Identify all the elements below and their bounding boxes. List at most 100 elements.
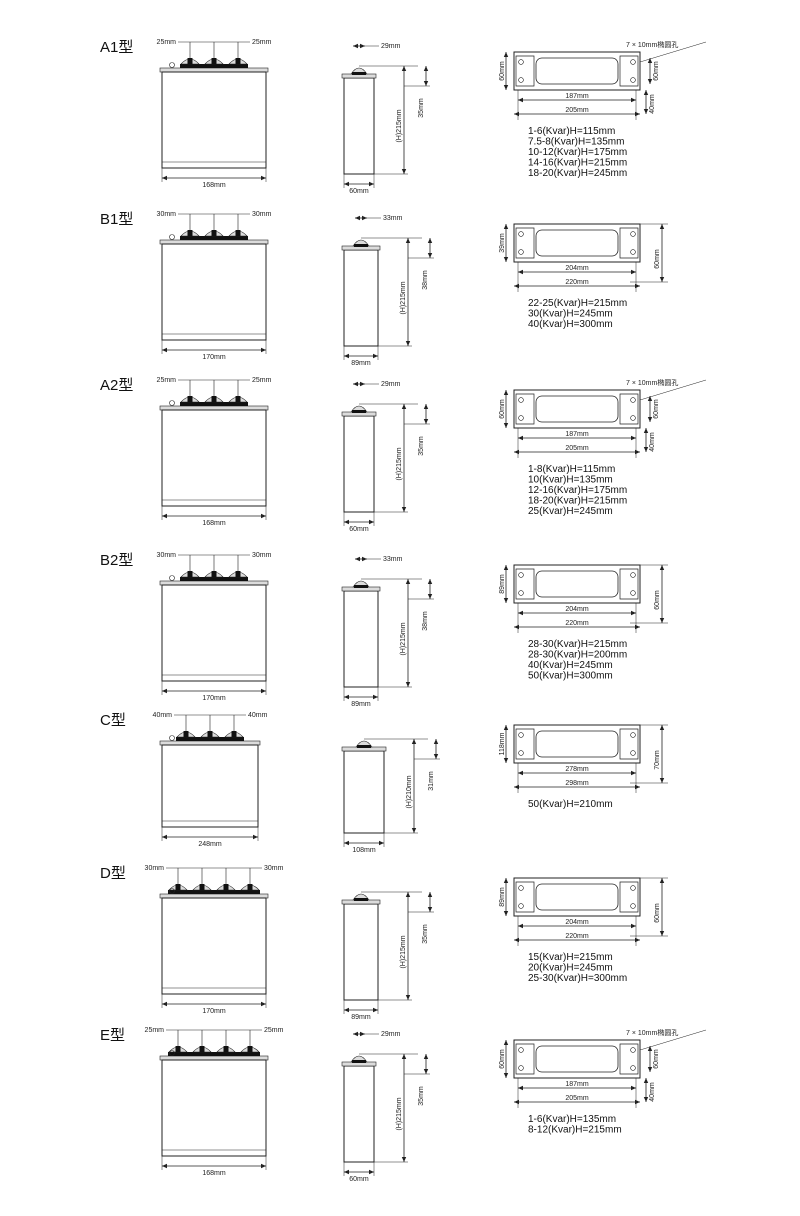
mount-hole-note: 7 × 10mm椭圆孔 xyxy=(626,378,678,387)
terminal-post xyxy=(247,884,253,890)
capacitor-body-side xyxy=(343,249,379,347)
plan-vert-dim-arrow-top xyxy=(643,1078,649,1083)
spec-line: 14-16(Kvar)H=215mm xyxy=(528,158,627,169)
plan-left-dim-arrow-bottom xyxy=(503,85,509,90)
capacitor-body-front xyxy=(161,1059,267,1157)
plan-vert-dim-arrow-bottom xyxy=(643,447,649,452)
mount-hole-icon xyxy=(518,397,524,403)
side-width-dim-arrow-right xyxy=(373,353,378,359)
plan-bracket-label: 60mm xyxy=(653,399,660,419)
mount-hole-icon xyxy=(518,732,524,738)
plan-inner-dim-arrow-right xyxy=(631,1085,636,1091)
front-width-label: 170mm xyxy=(202,1008,226,1015)
side-h-dim-arrow-bottom xyxy=(411,828,417,833)
side-top-label: 29mm xyxy=(381,1031,401,1038)
plan-outer-dim-arrow-left xyxy=(514,624,519,630)
side-width-dim-arrow-left xyxy=(344,353,349,359)
terminal-post xyxy=(183,731,189,737)
front-width-label: 248mm xyxy=(198,841,222,848)
mount-note-leader xyxy=(639,379,707,401)
mount-hole-icon xyxy=(630,572,636,578)
section-label: A2型 xyxy=(100,377,133,394)
lid-rim xyxy=(159,239,269,245)
capacitor-top-outline xyxy=(535,883,619,911)
plan-bracket-label: 60mm xyxy=(653,61,660,81)
lid-rim xyxy=(159,1055,269,1061)
mount-note-leader xyxy=(639,1029,707,1051)
side-35-dim-arrow-bottom xyxy=(423,81,429,86)
side-top-dim-arrow-right xyxy=(360,1031,365,1037)
front-width-dim-arrow-left xyxy=(162,834,167,840)
side-h-dim-arrow-bottom xyxy=(405,995,411,1000)
ground-screw-icon xyxy=(169,400,175,406)
side-width-label: 60mm xyxy=(349,188,369,195)
mount-hole-icon xyxy=(630,903,636,909)
spec-line: 25(Kvar)H=245mm xyxy=(528,506,613,517)
plan-inner-dim-arrow-right xyxy=(631,269,636,275)
plan-inner-dim-arrow-left xyxy=(518,923,523,929)
plan-vert-dim-arrow-bottom xyxy=(643,109,649,114)
mount-note-leader xyxy=(639,41,707,63)
terminal-post xyxy=(211,58,217,64)
side-width-dim-arrow-left xyxy=(344,840,349,846)
side-35-label: 38mm xyxy=(422,611,429,631)
side-h-dim-arrow-bottom xyxy=(401,507,407,512)
side-h-label: (H)215mm xyxy=(400,935,407,968)
terminal-block xyxy=(168,890,260,894)
front-spacing-left: 40mm xyxy=(153,712,173,719)
lug-right xyxy=(619,728,639,760)
side-h-label: (H)210mm xyxy=(406,775,413,808)
plan-vert-dim-arrow-bottom xyxy=(659,618,665,623)
plan-bracket-dim-arrow-bottom xyxy=(647,1067,653,1072)
capacitor-top-outline xyxy=(535,57,619,85)
mount-hole-icon xyxy=(518,231,524,237)
capacitor-body-front xyxy=(161,243,267,341)
lid-rim xyxy=(159,67,269,73)
spec-line: 20(Kvar)H=245mm xyxy=(528,963,613,974)
mount-hole-icon xyxy=(518,59,524,65)
plan-left-dim-arrow-top xyxy=(503,390,509,395)
mount-hole-icon xyxy=(630,1065,636,1071)
plan-left-dim-arrow-bottom xyxy=(503,257,509,262)
capacitor-body-side xyxy=(343,415,375,513)
mount-hole-note: 7 × 10mm椭圆孔 xyxy=(626,40,678,49)
side-top-label: 29mm xyxy=(381,381,401,388)
side-width-dim-arrow-left xyxy=(344,1007,349,1013)
front-width-dim-arrow-left xyxy=(162,513,167,519)
side-width-dim-arrow-right xyxy=(369,519,374,525)
lid-rim xyxy=(159,405,269,411)
side-35-label: 38mm xyxy=(422,270,429,290)
front-width-dim-arrow-left xyxy=(162,175,167,181)
terminal-post xyxy=(211,571,217,577)
side-h-label: (H)215mm xyxy=(396,109,403,142)
capacitor-body-side xyxy=(343,750,385,834)
plan-inner-dim-arrow-left xyxy=(518,610,523,616)
side-top-dim-arrow-right xyxy=(360,43,365,49)
side-top-label: 29mm xyxy=(381,43,401,50)
terminal-post xyxy=(187,58,193,64)
ground-screw-icon xyxy=(169,888,175,894)
mount-hole-icon xyxy=(518,590,524,596)
front-width-dim-arrow-left xyxy=(162,1001,167,1007)
side-35-label: 35mm xyxy=(422,924,429,944)
spec-line: 10-12(Kvar)H=175mm xyxy=(528,147,627,158)
terminal-post xyxy=(235,58,241,64)
front-spacing-right: 30mm xyxy=(264,865,284,872)
terminal-block xyxy=(180,64,248,68)
side-width-label: 60mm xyxy=(349,1176,369,1183)
terminal-post xyxy=(235,396,241,402)
side-h-dim-arrow-bottom xyxy=(401,1157,407,1162)
side-h-dim-arrow-top xyxy=(401,1054,407,1059)
plan-inner-dim-arrow-left xyxy=(518,269,523,275)
plan-inner-dim-arrow-left xyxy=(518,97,523,103)
plan-inner-label: 187mm xyxy=(565,431,589,438)
